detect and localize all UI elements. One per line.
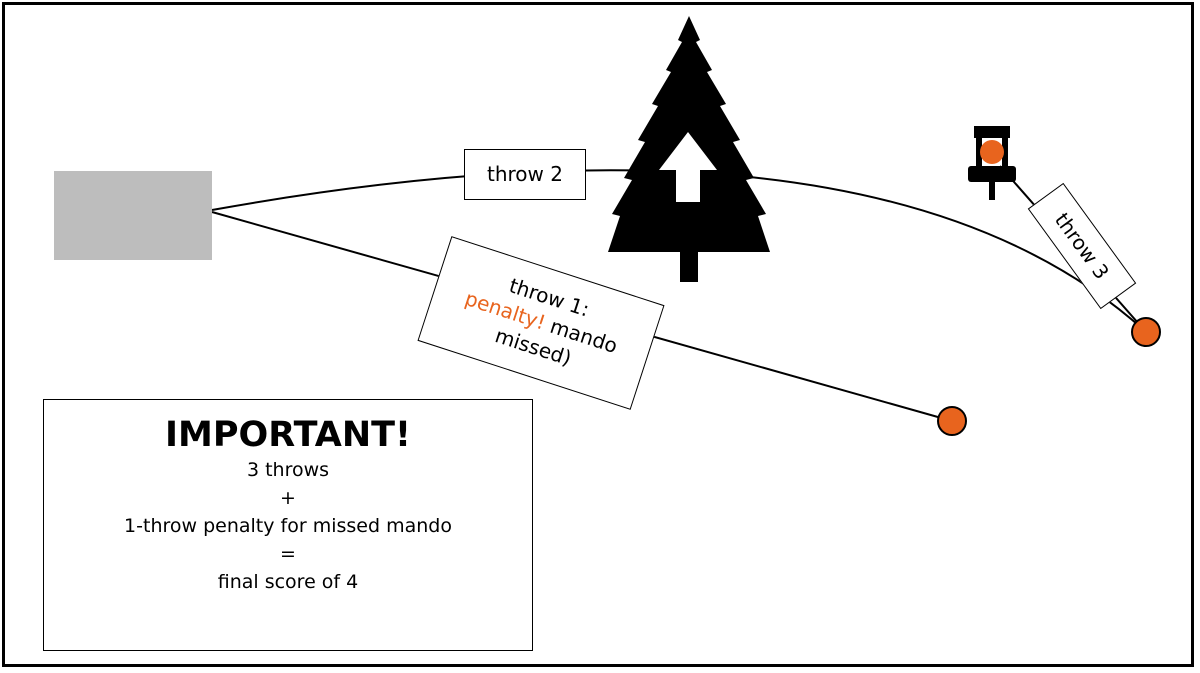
tee-pad: [54, 171, 212, 260]
important-line-4: =: [280, 543, 296, 565]
disc-icon: [1131, 317, 1161, 347]
important-line-3: 1-throw penalty for missed mando: [124, 515, 452, 537]
important-box: IMPORTANT! 3 throws + 1-throw penalty fo…: [43, 399, 533, 651]
throw-2-path: [211, 169, 1147, 333]
important-line-2: +: [280, 487, 296, 509]
important-line-1: 3 throws: [246, 459, 330, 481]
important-title: IMPORTANT!: [164, 415, 411, 455]
throw-2-text: throw 2: [487, 162, 563, 186]
disc-icon: [937, 406, 967, 436]
throw-2-label: throw 2: [464, 149, 586, 200]
important-line-5: final score of 4: [217, 571, 359, 593]
disc-golf-basket-icon: [968, 126, 1016, 200]
arrow-up-icon: [659, 132, 717, 202]
